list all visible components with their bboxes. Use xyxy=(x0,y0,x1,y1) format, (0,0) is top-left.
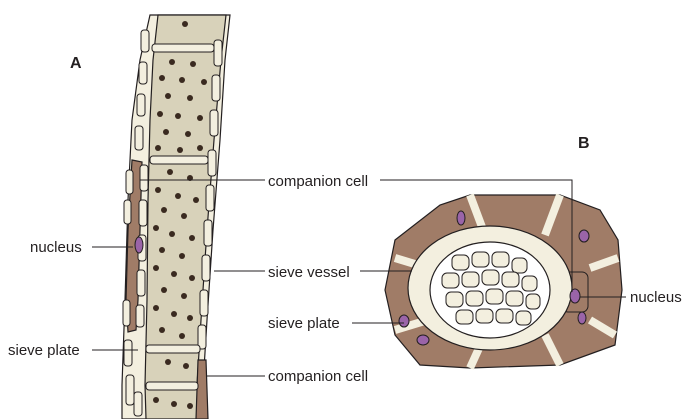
panel-b-label: B xyxy=(578,135,590,152)
companion-cell-label-bottom: companion cell xyxy=(268,368,368,385)
nucleus-label-left: nucleus xyxy=(30,239,82,256)
sieve-vessel-label: sieve vessel xyxy=(268,264,350,281)
nucleus-left-shape xyxy=(135,237,143,253)
nucleus-label-right: nucleus xyxy=(630,289,682,306)
panel-a-label: A xyxy=(70,55,82,72)
longitudinal-section xyxy=(122,15,230,419)
cross-section xyxy=(385,195,622,368)
sieve-plate-label-mid: sieve plate xyxy=(268,315,340,332)
companion-cell-bottom-region xyxy=(196,360,208,419)
sieve-plate-label-bottom: sieve plate xyxy=(8,342,80,359)
companion-cell-label-top: companion cell xyxy=(268,173,368,190)
